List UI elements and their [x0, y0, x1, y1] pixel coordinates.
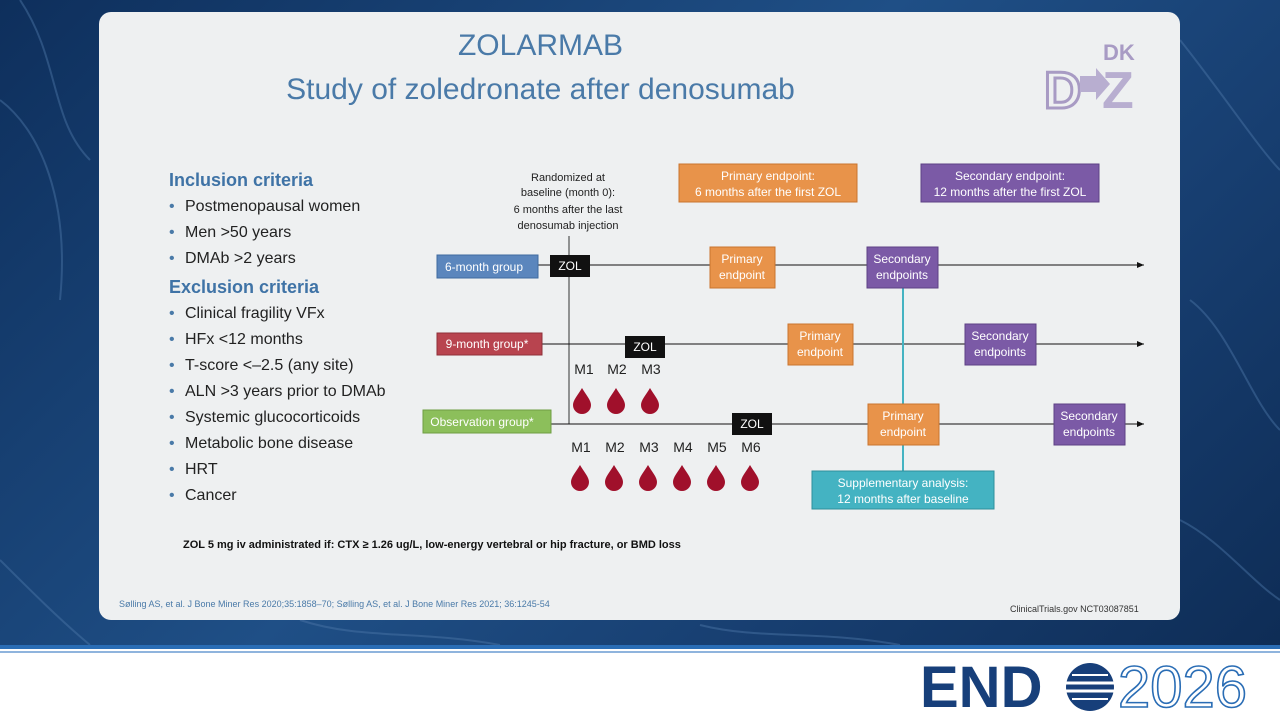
blood-drop-icon	[605, 465, 623, 491]
svg-text:2026: 2026	[1118, 655, 1247, 715]
svg-text:D: D	[1044, 62, 1082, 118]
month-label: M1	[574, 361, 594, 377]
blood-drop-icon	[673, 465, 691, 491]
zol-label: ZOL	[633, 340, 657, 354]
primary-box-text: endpoint	[797, 345, 844, 359]
primary-endpoint-nine	[787, 323, 854, 366]
blood-drop-icon	[707, 465, 725, 491]
secondary-endpoint-six	[866, 246, 939, 289]
secondary-header-text: 12 months after the first ZOL	[934, 185, 1087, 199]
secondary-box-text: Secondary	[971, 329, 1028, 343]
bottom-divider	[0, 651, 1280, 653]
secondary-box-text: Secondary	[873, 252, 930, 266]
month-label: M3	[639, 439, 659, 455]
dkz-logo: DK D Z	[1043, 40, 1135, 118]
zol-nine	[625, 336, 665, 358]
exclusion-item: ALN >3 years prior to DMAb	[169, 379, 386, 405]
blood-drop-icon	[607, 388, 625, 414]
primary-box-text: Primary	[882, 409, 923, 423]
exclusion-item: Metabolic bone disease	[169, 431, 386, 457]
svg-text:DK: DK	[1103, 40, 1135, 65]
primary-box-text: endpoint	[719, 268, 766, 282]
secondary-endpoint-obs	[1053, 403, 1126, 446]
secondary-box-text: endpoints	[876, 268, 928, 282]
svg-text:Z: Z	[1102, 62, 1134, 118]
zol-obs	[732, 413, 772, 435]
blood-drop-icon	[641, 388, 659, 414]
randomized-text: 6 months after the last	[514, 204, 623, 216]
title-line2: Study of zoledronate after denosumab	[286, 73, 795, 106]
endo-2026-logo: END 2026	[920, 654, 1248, 715]
exclusion-item: T-score <–2.5 (any site)	[169, 353, 386, 379]
blood-drop-icon	[639, 465, 657, 491]
blood-drop-icon	[571, 465, 589, 491]
primary-endpoint-six	[709, 246, 776, 289]
primary-endpoint-header	[678, 163, 858, 203]
randomized-text: Randomized at	[531, 172, 605, 184]
secondary-endpoint-header	[920, 163, 1100, 203]
primary-box-text: Primary	[799, 329, 840, 343]
inclusion-list: Postmenopausal women Men >50 years DMAb …	[169, 194, 360, 272]
exclusion-item: Clinical fragility VFx	[169, 301, 386, 327]
exclusion-list: Clinical fragility VFx HFx <12 months T-…	[169, 301, 386, 509]
bottom-divider	[0, 645, 1280, 649]
exclusion-item: Cancer	[169, 483, 386, 509]
inclusion-item: Men >50 years	[169, 220, 360, 246]
title-line1: ZOLARMAB	[457, 29, 624, 62]
month-label: M6	[741, 439, 761, 455]
inclusion-item: DMAb >2 years	[169, 246, 360, 272]
svg-text:END: END	[920, 655, 1042, 715]
zol-six	[550, 255, 590, 277]
supplementary-analysis-box	[811, 470, 995, 510]
supplementary-text: Supplementary analysis:	[838, 476, 969, 490]
secondary-endpoint-nine	[964, 323, 1037, 366]
primary-header-text: Primary endpoint:	[721, 169, 815, 183]
group-obs-label: Observation group*	[430, 415, 534, 429]
secondary-box-text: endpoints	[974, 345, 1026, 359]
group-obs-box	[422, 409, 552, 434]
exclusion-item: Systemic glucocorticoids	[169, 405, 386, 431]
secondary-box-text: endpoints	[1063, 425, 1115, 439]
zol-label: ZOL	[558, 259, 582, 273]
primary-header-text: 6 months after the first ZOL	[695, 185, 841, 199]
month-label: M5	[707, 439, 727, 455]
randomized-text: baseline (month 0):	[521, 187, 615, 199]
reference: Sølling AS, et al. J Bone Miner Res 2020…	[119, 599, 550, 609]
exclusion-heading: Exclusion criteria	[169, 277, 320, 297]
group-nine-label: 9-month group*	[446, 337, 529, 351]
group-six-label: 6-month group	[445, 260, 523, 274]
background-network	[0, 0, 1280, 645]
group-nine-box	[436, 332, 543, 356]
primary-box-text: Primary	[721, 252, 762, 266]
randomized-text: denosumab injection	[518, 220, 619, 232]
supplementary-text: 12 months after baseline	[837, 492, 969, 506]
month-label: M2	[607, 361, 627, 377]
month-label: M4	[673, 439, 693, 455]
footnote: ZOL 5 mg iv administrated if: CTX ≥ 1.26…	[183, 539, 681, 551]
month-label: M1	[571, 439, 591, 455]
month-label: M3	[641, 361, 661, 377]
secondary-header-text: Secondary endpoint:	[955, 169, 1065, 183]
month-label: M2	[605, 439, 625, 455]
primary-box-text: endpoint	[880, 425, 927, 439]
blood-drop-icon	[741, 465, 759, 491]
trial-id: ClinicalTrials.gov NCT03087851	[1010, 604, 1139, 614]
globe-icon	[1066, 663, 1114, 711]
zol-label: ZOL	[740, 417, 764, 431]
secondary-box-text: Secondary	[1060, 409, 1117, 423]
blood-drop-icon	[573, 388, 591, 414]
exclusion-item: HRT	[169, 457, 386, 483]
primary-endpoint-obs	[867, 403, 940, 446]
exclusion-item: HFx <12 months	[169, 327, 386, 353]
inclusion-item: Postmenopausal women	[169, 194, 360, 220]
group-six-box	[436, 254, 539, 279]
inclusion-heading: Inclusion criteria	[169, 170, 314, 190]
